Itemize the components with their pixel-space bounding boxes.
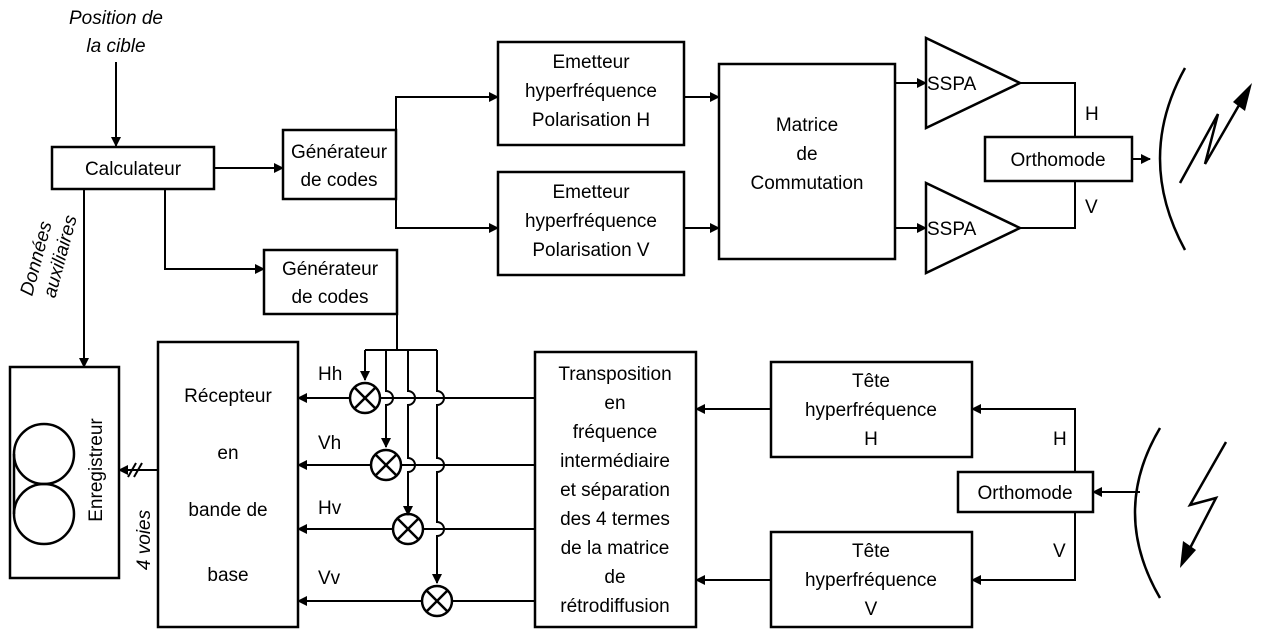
rx-pol-v-label: V (1053, 541, 1066, 562)
rx-wave-icon (1186, 441, 1228, 553)
matrice-line-1: Matrice (776, 115, 838, 136)
tete-h-line-3: H (864, 429, 878, 450)
matrice-line-3: Commutation (751, 173, 864, 194)
recepteur-line-2: en (217, 443, 238, 464)
tx-pol-h-label: H (1085, 104, 1099, 125)
tete-v-line-2: hyperfréquence (805, 570, 937, 591)
tx-pol-v-label: V (1085, 197, 1098, 218)
sspa-h-amplifier (924, 36, 1023, 130)
tete-h-line-2: hyperfréquence (805, 400, 937, 421)
rx-pol-h-label: H (1053, 429, 1067, 450)
generateur-codes-2-label-2: de codes (291, 287, 368, 308)
transposition-line-5: et séparation (560, 480, 670, 501)
channel-hh-label: Hh (318, 364, 342, 385)
sspa-v-amplifier (924, 181, 1023, 275)
quatre-voies-label: 4 voies (134, 509, 155, 570)
generateur-codes-2-label: Générateur (282, 259, 379, 280)
orthomode-tx-label: Orthomode (1010, 150, 1105, 171)
emetteur-v-box (496, 170, 686, 277)
tx-antenna-reflector (1158, 67, 1187, 251)
emetteur-h-box (496, 40, 686, 147)
orthomode-rx-label: Orthomode (977, 483, 1072, 504)
recepteur-line-4: base (207, 565, 248, 586)
tx-wave-icon (1178, 99, 1244, 184)
tete-h-line-1: Tête (852, 371, 890, 392)
tete-v-line-3: V (865, 599, 878, 620)
transposition-line-1: Transposition (558, 364, 671, 385)
emetteur-v-line-1: Emetteur (552, 182, 630, 203)
sspa-h-label: SSPA (927, 74, 977, 95)
position-cible-label: Position de (69, 8, 163, 29)
matrice-commutation-box (717, 62, 897, 261)
mixer-hv-icon (391, 512, 425, 546)
recepteur-line-3: bande de (188, 500, 267, 521)
emetteur-h-line-2: hyperfréquence (525, 81, 657, 102)
transposition-line-8: de (604, 567, 625, 588)
matrice-line-2: de (796, 144, 817, 165)
enregistreur-label: Enregistreur (86, 418, 107, 522)
recepteur-line-1: Récepteur (184, 386, 272, 407)
generateur-codes-1-label-2: de codes (300, 170, 377, 191)
mixer-vv-icon (420, 584, 454, 618)
transposition-line-3: fréquence (573, 422, 658, 443)
transposition-line-6: des 4 termes (560, 509, 670, 530)
transposition-line-4: intermédiaire (560, 451, 670, 472)
transposition-line-9: rétrodiffusion (560, 596, 670, 617)
recepteur-box (156, 340, 300, 629)
channel-hv-label: Hv (318, 498, 342, 519)
emetteur-v-line-3: Polarisation V (532, 240, 650, 261)
emetteur-v-line-2: hyperfréquence (525, 211, 657, 232)
mixer-hh-icon (348, 381, 382, 415)
tete-v-line-1: Tête (852, 541, 890, 562)
position-cible-label-2: la cible (86, 36, 145, 57)
channel-vv-label: Vv (318, 568, 341, 589)
transposition-line-7: de la matrice (561, 538, 670, 559)
emetteur-h-line-1: Emetteur (552, 52, 630, 73)
rx-antenna-reflector (1133, 427, 1162, 599)
generateur-codes-1-label: Générateur (291, 142, 388, 163)
calculateur-label: Calculateur (85, 159, 182, 180)
emetteur-h-line-3: Polarisation H (532, 110, 650, 131)
orthomode-tx-box (983, 135, 1134, 183)
enregistreur-box (8, 365, 121, 580)
channel-vh-label: Vh (318, 433, 341, 454)
rx-wave-arrowhead (1180, 541, 1196, 568)
transposition-box (533, 350, 698, 629)
tx-wave-arrowhead (1233, 83, 1252, 111)
generateur-codes-2-box (262, 248, 399, 316)
sspa-v-label: SSPA (927, 219, 977, 240)
mixer-vh-icon (369, 448, 403, 482)
tete-v-box (769, 530, 974, 629)
generateur-codes-1-box (281, 128, 398, 201)
transposition-line-2: en (604, 393, 625, 414)
